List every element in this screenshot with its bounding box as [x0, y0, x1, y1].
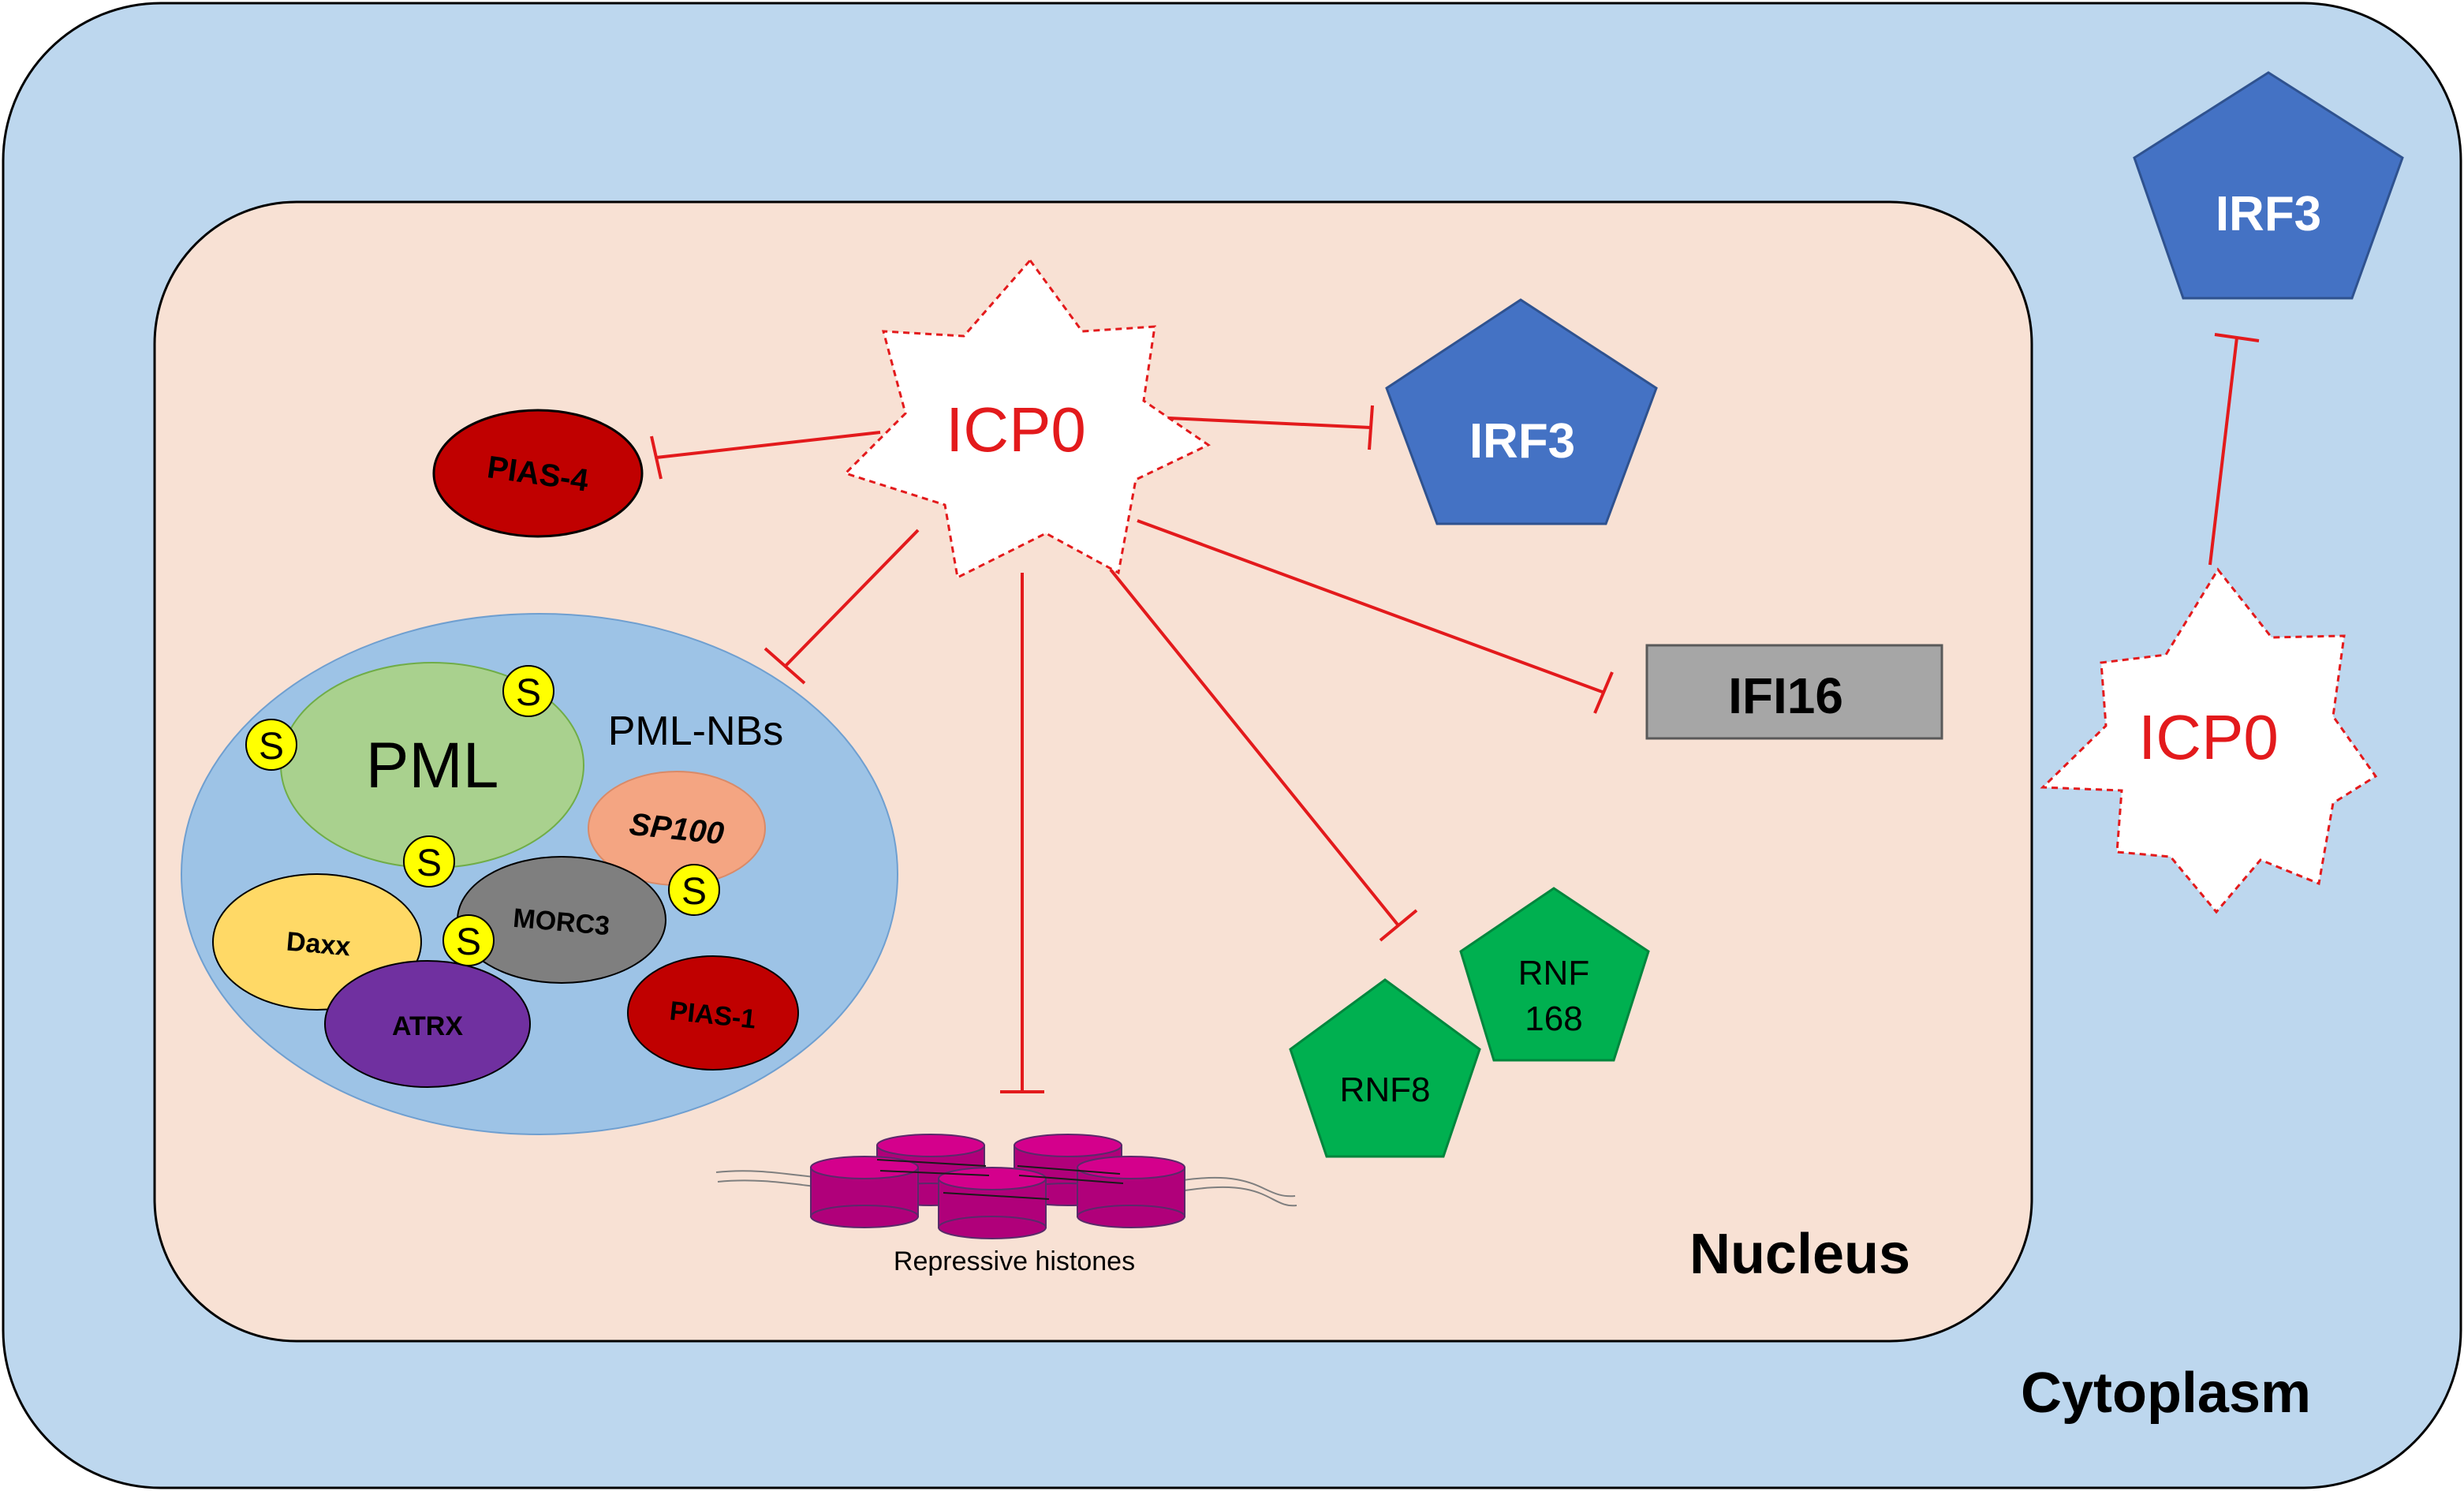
- pias1-ellipse: [627, 955, 799, 1071]
- pml-label: PML: [366, 730, 499, 802]
- sumo-marker: S: [403, 835, 455, 888]
- atrx-ellipse: [324, 960, 531, 1088]
- sumo-marker: S: [668, 864, 720, 916]
- dna-wrap: [876, 1159, 1124, 1200]
- irf3-cytoplasmic-label: IRF3: [2216, 187, 2321, 241]
- svg-text:S: S: [516, 672, 541, 714]
- rnf8-label: RNF8: [1340, 1071, 1431, 1109]
- daxx-label: Daxx: [286, 927, 352, 962]
- svg-text:S: S: [681, 871, 707, 913]
- sumo-marker: S: [245, 719, 297, 771]
- inhibition-arrows: [650, 333, 2260, 1093]
- pml-nb-title: PML-NBs: [608, 708, 783, 754]
- irf3-cytoplasmic-node: IRF3: [2133, 71, 2404, 300]
- histones-group: Repressive histones: [715, 1134, 1297, 1276]
- inhibit-rnf-bar: [1379, 909, 1418, 942]
- nucleus-label: Nucleus: [1689, 1223, 1910, 1286]
- ifi16-box: [1645, 644, 1943, 740]
- pias4-node: PIAS-4: [432, 409, 644, 538]
- icp0-cytoplasmic-star: [2040, 567, 2378, 914]
- sumo-marker: S: [502, 665, 554, 717]
- svg-text:S: S: [456, 921, 481, 963]
- atrx-label: ATRX: [392, 1011, 463, 1041]
- rnf168-label-line1: RNF: [1518, 954, 1589, 992]
- ifi16-label: IFI16: [1728, 667, 1843, 724]
- rnf168-node: RNF 168: [1459, 887, 1650, 1062]
- icp0-nuclear-node: ICP0: [843, 258, 1211, 580]
- cytoplasm-label: Cytoplasm: [2021, 1362, 2311, 1425]
- irf3-nuclear-label: IRF3: [1469, 414, 1575, 469]
- inhibit-ifi16-bar: [1593, 671, 1614, 714]
- irf3-nuclear-pentagon: [1385, 298, 1658, 525]
- nucleosome: [1077, 1156, 1185, 1228]
- inhibit-pml-line: [784, 529, 920, 667]
- nucleosome: [810, 1156, 919, 1228]
- ifi16-node: IFI16: [1645, 644, 1943, 740]
- rnf8-node: RNF8: [1289, 978, 1481, 1158]
- histones-label: Repressive histones: [894, 1246, 1135, 1276]
- irf3-nuclear-node: IRF3: [1385, 298, 1658, 525]
- icp0-cytoplasmic-node: ICP0: [2040, 567, 2378, 914]
- inhibit-rnf-line: [1109, 568, 1399, 926]
- sumo-marker: S: [442, 914, 495, 966]
- icp0-cytoplasmic-label: ICP0: [2138, 702, 2279, 772]
- icp0-nuclear-star: [843, 258, 1211, 580]
- inhibit-pias4-bar: [650, 435, 663, 480]
- inhibit-irf3-cyto-bar: [2214, 333, 2260, 342]
- pias4-ellipse: [432, 409, 644, 538]
- irf3-cytoplasmic-pentagon: [2133, 71, 2404, 300]
- svg-text:S: S: [259, 726, 284, 768]
- rnf168-label-line2: 168: [1525, 1000, 1582, 1038]
- inhibit-pias4-line: [655, 431, 881, 459]
- rnf8-pentagon: [1289, 978, 1481, 1158]
- inhibit-irf3-line: [1135, 415, 1372, 429]
- nucleosome: [938, 1167, 1047, 1239]
- icp0-nuclear-label: ICP0: [946, 394, 1086, 465]
- inhibit-ifi16-line: [1137, 519, 1605, 694]
- inhibit-irf3-bar: [1368, 405, 1374, 450]
- inhibit-pml-bar: [763, 647, 806, 685]
- inhibit-irf3-cyto-line: [2208, 337, 2238, 566]
- pml-nb-cluster: PML-NBs PML SP100 Daxx MORC3 ATRX PIAS-1…: [181, 613, 898, 1135]
- svg-text:S: S: [416, 843, 442, 884]
- rnf168-pentagon: [1459, 887, 1650, 1062]
